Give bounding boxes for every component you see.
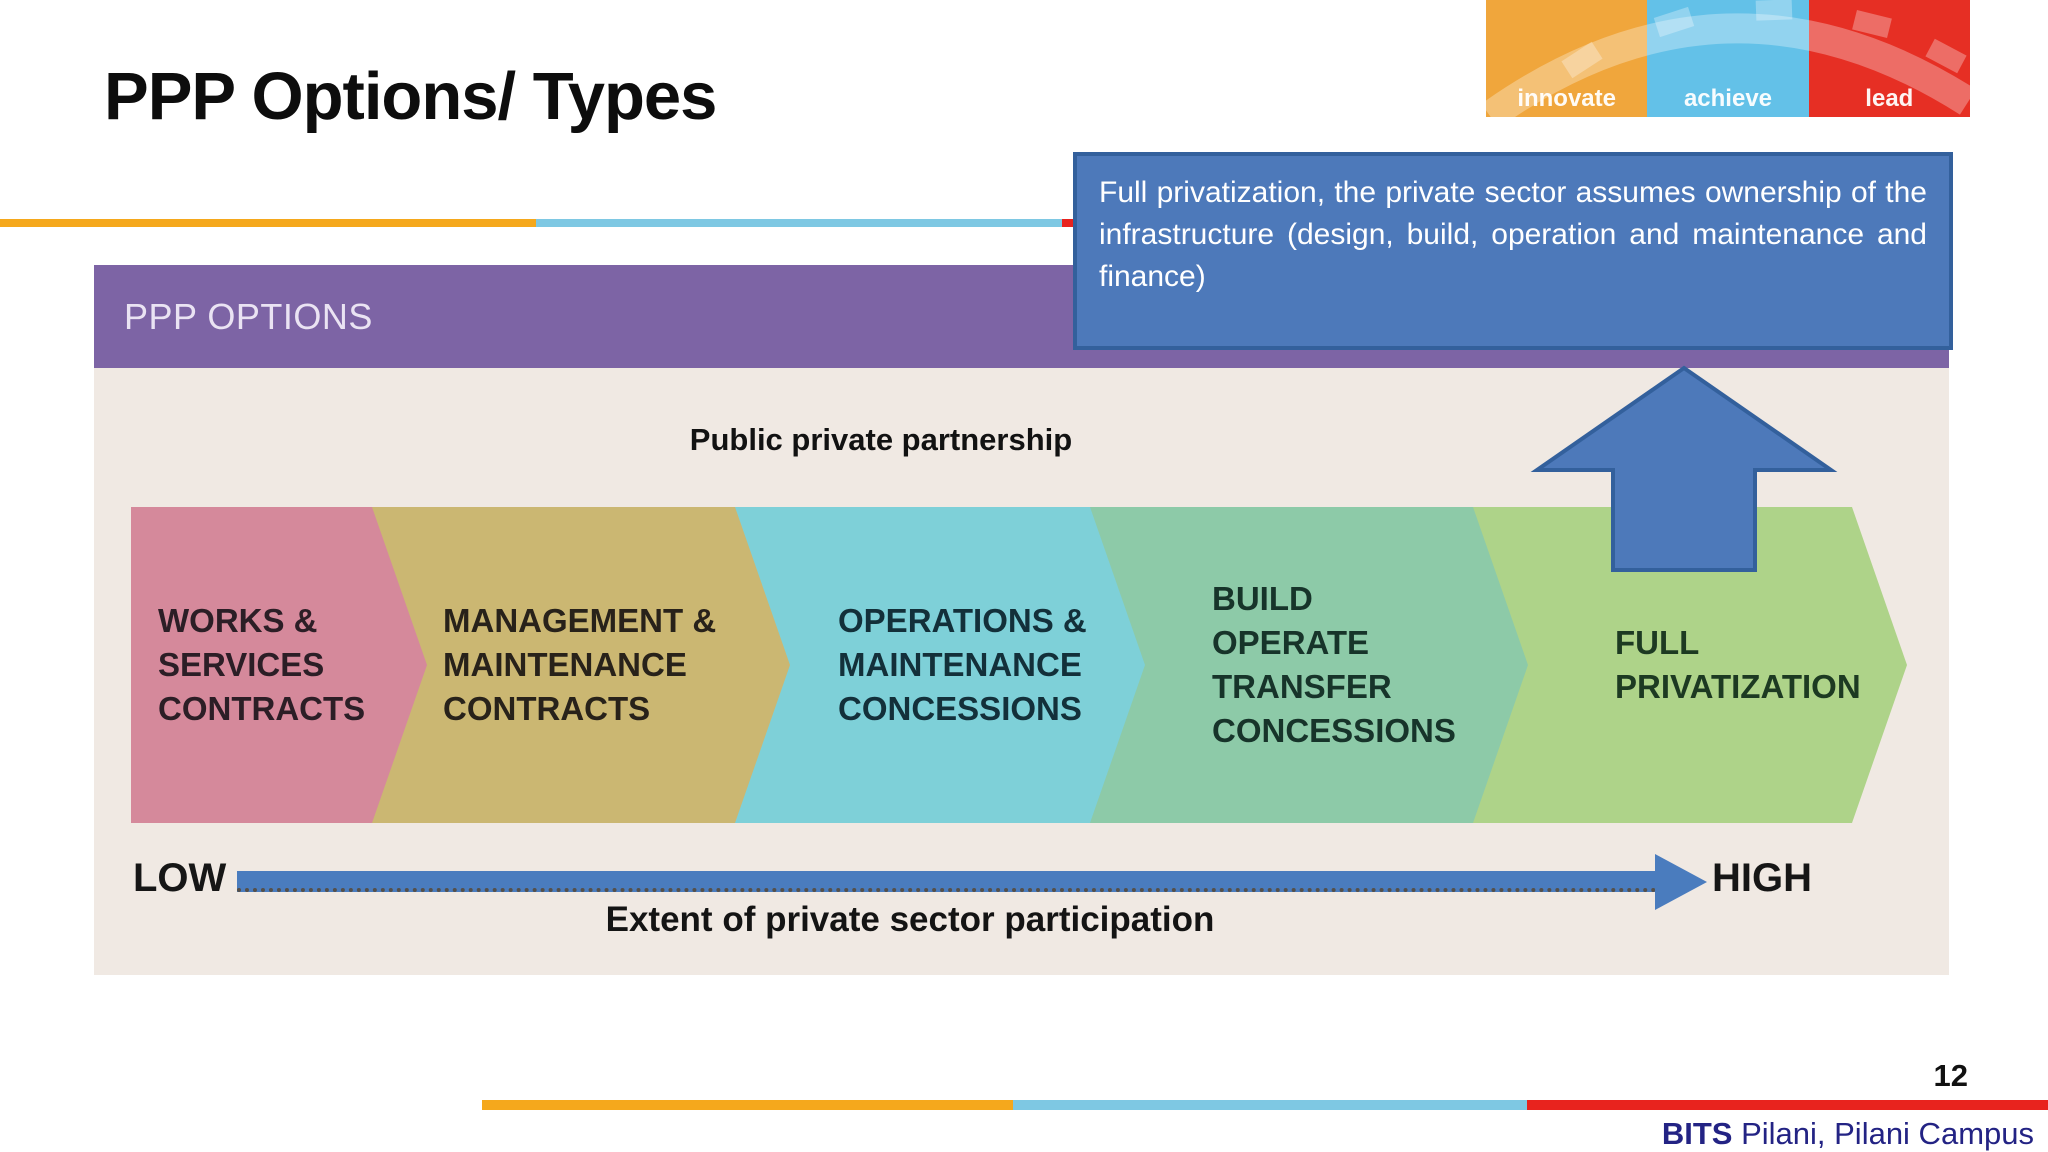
chevron-line: WORKS & [158, 602, 318, 639]
ppp-options-header-label: PPP OPTIONS [124, 295, 373, 337]
footer-blue-segment [1013, 1100, 1527, 1110]
footer-orange-segment [482, 1100, 1013, 1110]
page-title: PPP Options/ Types [104, 59, 717, 134]
footer-brand-rest: Pilani, Pilani Campus [1732, 1116, 2034, 1151]
footer-red-segment [1527, 1100, 2048, 1110]
logo-achieve-block: achieve [1647, 0, 1809, 117]
logo-innovate-block: innovate [1486, 0, 1648, 117]
logo-lead-block: lead [1808, 0, 1970, 117]
chevron-line: CONCESSIONS [1212, 712, 1456, 749]
chevron-line: TRANSFER [1212, 668, 1392, 705]
chevron-line: CONTRACTS [443, 690, 651, 727]
chevron-operations-maintenance-concessions: OPERATIONS & MAINTENANCE CONCESSIONS [735, 507, 1145, 823]
chevron-management-maintenance-contracts: MANAGEMENT & MAINTENANCE CONTRACTS [372, 507, 790, 823]
footer-divider [482, 1100, 2048, 1110]
chevron-line: MANAGEMENT & [443, 602, 717, 639]
page-number: 12 [1933, 1058, 1968, 1093]
axis-high-label: HIGH [1712, 856, 1812, 900]
chevron-line: OPERATE [1212, 624, 1370, 661]
logo-achieve-label: achieve [1683, 85, 1773, 112]
axis-low-label: LOW [133, 856, 227, 900]
footer-brand: BITS Pilani, Pilani Campus [1662, 1116, 2034, 1152]
divider-orange-segment [0, 219, 536, 227]
chevron-line: CONCESSIONS [838, 690, 1082, 727]
chevron-line: FULL [1615, 624, 1700, 661]
participation-axis-bar [237, 871, 1657, 892]
chevron-build-operate-transfer-concessions: BUILD OPERATE TRANSFER CONCESSIONS [1090, 507, 1528, 823]
axis-caption: Extent of private sector participation [605, 900, 1215, 939]
full-privatization-callout: Full privatization, the private sector a… [1073, 152, 1953, 350]
chevron-works-services-contracts: WORKS & SERVICES CONTRACTS [131, 507, 427, 823]
participation-axis-arrowhead-icon [1655, 854, 1707, 910]
bits-logo: innovate achieve lead [1486, 0, 1970, 117]
chevron-line: CONTRACTS [158, 690, 366, 727]
chevron-line: MAINTENANCE [443, 646, 687, 683]
chevron-line: PRIVATIZATION [1615, 668, 1861, 705]
logo-lead-label: lead [1865, 85, 1914, 112]
bracket-label: Public private partnership [689, 422, 1073, 457]
divider-blue-segment [536, 219, 1062, 227]
chevron-line: SERVICES [158, 646, 325, 683]
chevron-full-privatization: FULL PRIVATIZATION [1473, 507, 1907, 823]
chevron-line: OPERATIONS & [838, 602, 1087, 639]
callout-text: Full privatization, the private sector a… [1099, 176, 1927, 293]
chevron-line: BUILD [1212, 580, 1313, 617]
logo-innovate-label: innovate [1517, 85, 1616, 112]
chevron-line: MAINTENANCE [838, 646, 1082, 683]
title-divider [0, 219, 1090, 227]
footer-brand-bold: BITS [1661, 1116, 1733, 1151]
